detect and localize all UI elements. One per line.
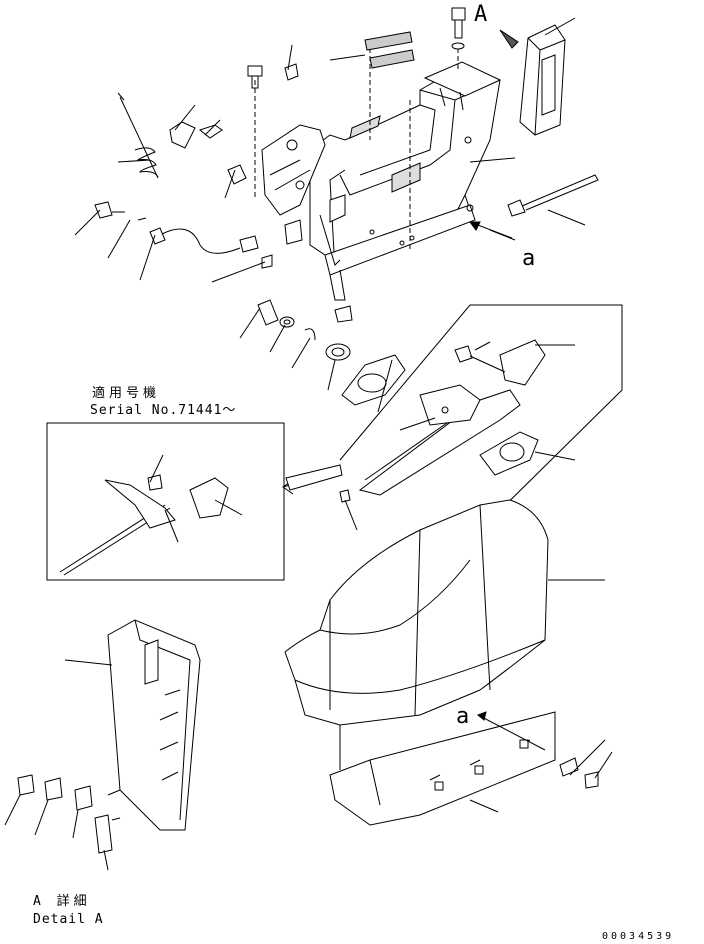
view-marker-a: A bbox=[474, 2, 488, 27]
controller-box bbox=[499, 24, 566, 136]
drawing-number: 00034539 bbox=[602, 931, 675, 942]
wire-harness bbox=[94, 201, 273, 269]
cable-tie bbox=[507, 174, 599, 217]
bushings bbox=[257, 299, 353, 361]
detail-title-en: Detail A bbox=[33, 912, 104, 927]
serial-inset bbox=[46, 422, 343, 581]
lever-bracket bbox=[261, 124, 346, 266]
detail-a-panel bbox=[17, 619, 201, 854]
callout-a-upper: a bbox=[522, 246, 536, 271]
serial-note-number: Serial No.71441～ bbox=[90, 403, 237, 418]
leader-lines bbox=[4, 17, 613, 871]
detail-title-jp: A 詳細 bbox=[33, 894, 91, 909]
callout-a-lower: a bbox=[456, 704, 470, 729]
console-cover bbox=[284, 499, 549, 770]
callout-arrows bbox=[339, 221, 513, 760]
lever-boot bbox=[341, 354, 406, 406]
serial-note-title: 適用号機 bbox=[92, 386, 161, 401]
console-frame-assembly bbox=[254, 31, 502, 301]
lever-detail-frame bbox=[339, 304, 623, 541]
spring bbox=[117, 92, 159, 179]
lower-cover-plate bbox=[329, 711, 599, 826]
